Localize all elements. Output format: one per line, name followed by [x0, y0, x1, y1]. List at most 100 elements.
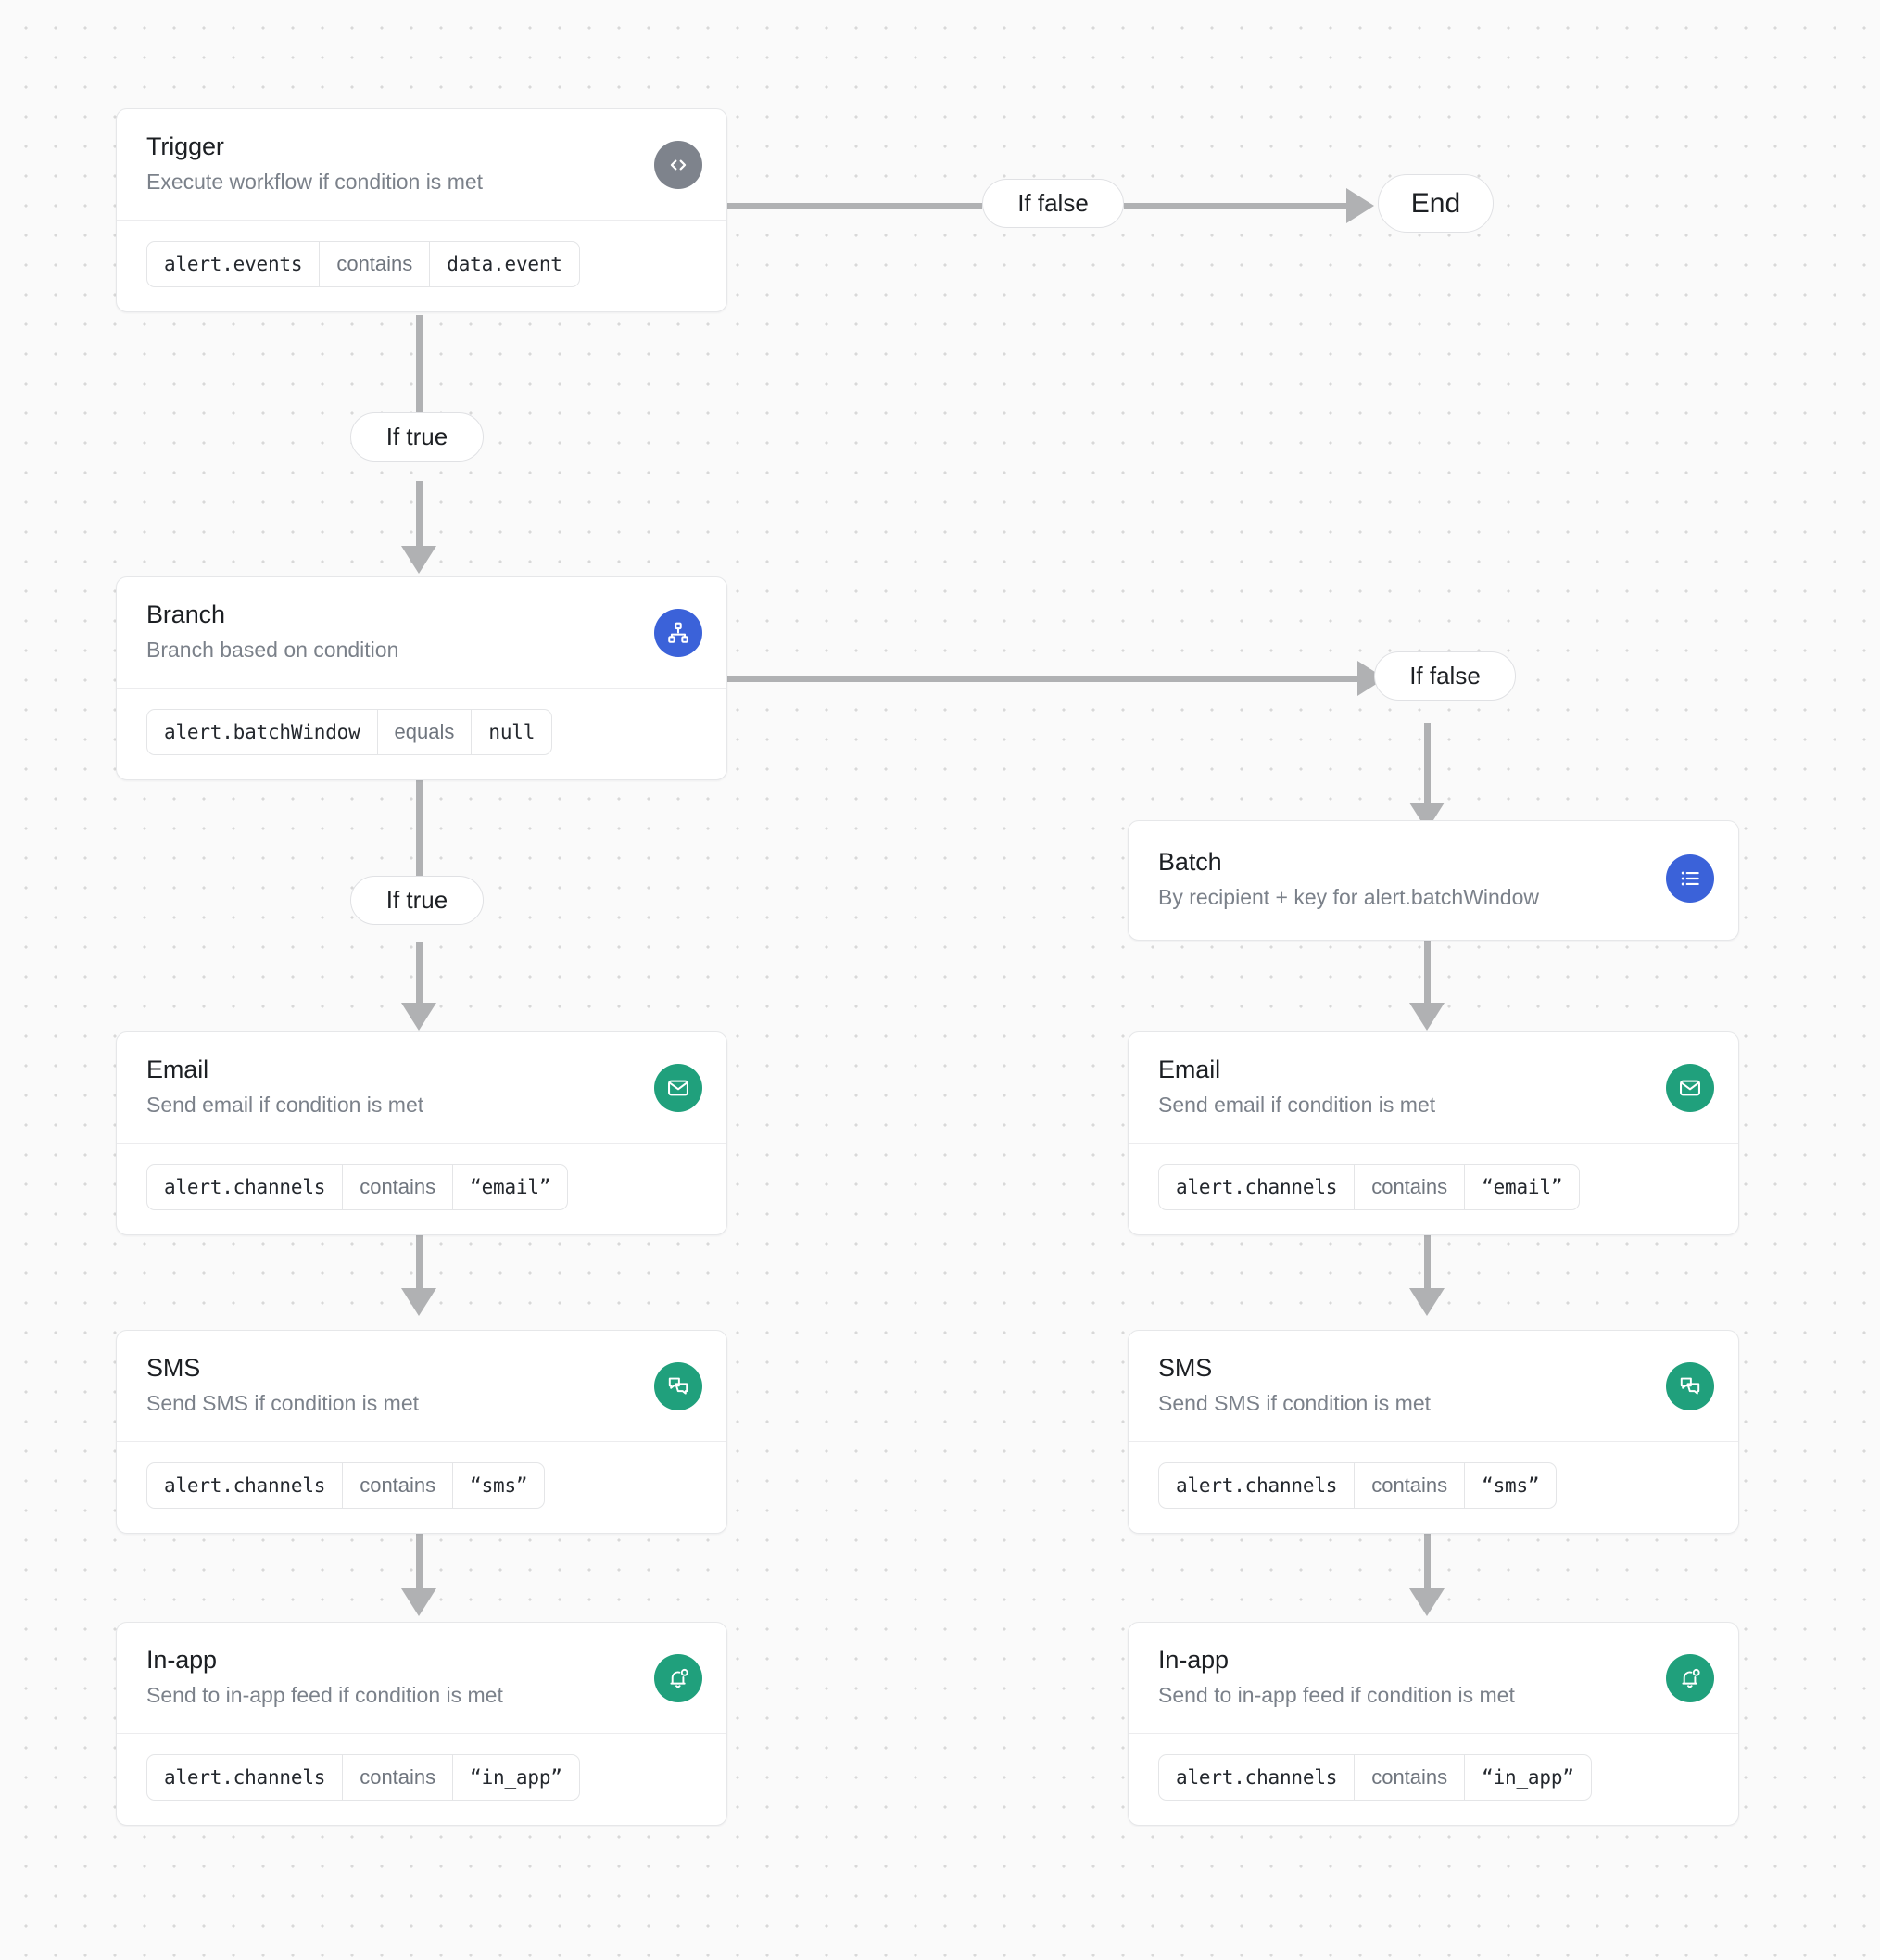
edge-sms-to-inapp-left	[416, 1533, 423, 1590]
branch-cond-field: alert.batchWindow	[164, 720, 360, 743]
sms-left-header: SMS Send SMS if condition is met	[117, 1331, 726, 1443]
chat-bubbles-icon	[654, 1361, 702, 1410]
edge-branch-to-iffalse	[727, 676, 1357, 682]
pill-branch-if-false-label: If false	[1409, 662, 1481, 689]
inapp-right-header: In-app Send to in-app feed if condition …	[1129, 1623, 1738, 1735]
trigger-title: Trigger	[146, 133, 224, 160]
edge-iftrue-to-branch	[416, 481, 423, 548]
email-left-cond-operator: contains	[342, 1165, 454, 1209]
inapp-right-cond-value: “in_app”	[1482, 1765, 1574, 1789]
chat-bubbles-icon	[1666, 1361, 1714, 1410]
envelope-icon	[654, 1063, 702, 1112]
inapp-left-cond-field: alert.channels	[164, 1765, 326, 1789]
branch-header: Branch Branch based on condition	[117, 577, 726, 689]
inapp-right-subtitle: Send to in-app feed if condition is met	[1158, 1683, 1515, 1708]
sms-left-cond-operator: contains	[342, 1463, 454, 1508]
email-left-subtitle: Send email if condition is met	[146, 1093, 424, 1118]
sms-right-header: SMS Send SMS if condition is met	[1129, 1331, 1738, 1443]
inapp-left-title: In-app	[146, 1646, 217, 1674]
inapp-right-condition[interactable]: alert.channels contains “in_app”	[1129, 1734, 1738, 1825]
email-left-title: Email	[146, 1056, 209, 1083]
arrowhead-to-sms-left	[401, 1288, 436, 1316]
sms-left-cond-value: “sms”	[470, 1473, 528, 1497]
edge-batch-to-email-right	[1424, 941, 1431, 1004]
email-right-cond-operator: contains	[1354, 1165, 1466, 1209]
email-right-header: Email Send email if condition is met	[1129, 1032, 1738, 1144]
edge-iffalse-to-batch	[1424, 723, 1431, 804]
sms-right-condition[interactable]: alert.channels contains “sms”	[1129, 1442, 1738, 1533]
list-icon	[1666, 854, 1714, 903]
node-sms-left[interactable]: SMS Send SMS if condition is met alert.c…	[116, 1330, 727, 1534]
pill-trigger-if-false[interactable]: If false	[982, 179, 1124, 228]
end-label: End	[1410, 187, 1461, 219]
inapp-left-cond-operator: contains	[342, 1755, 454, 1800]
pill-trigger-if-true-label: If true	[385, 423, 448, 450]
sms-right-subtitle: Send SMS if condition is met	[1158, 1391, 1432, 1416]
arrowhead-to-email-left	[401, 1003, 436, 1031]
sms-right-cond-value: “sms”	[1482, 1473, 1540, 1497]
pill-branch-if-true[interactable]: If true	[350, 876, 484, 925]
node-sms-right[interactable]: SMS Send SMS if condition is met alert.c…	[1128, 1330, 1739, 1534]
trigger-header: Trigger Execute workflow if condition is…	[117, 109, 726, 221]
edge-sms-to-inapp-right	[1424, 1533, 1431, 1590]
arrowhead-to-end	[1346, 188, 1374, 223]
email-left-cond-field: alert.channels	[164, 1175, 326, 1198]
trigger-cond-operator: contains	[319, 242, 431, 286]
trigger-condition[interactable]: alert.events contains data.event	[117, 221, 726, 311]
batch-title: Batch	[1158, 848, 1222, 876]
branch-cond-value: null	[488, 720, 536, 743]
arrowhead-to-email-right	[1409, 1003, 1445, 1031]
pill-trigger-if-false-label: If false	[1017, 189, 1089, 217]
sms-right-title: SMS	[1158, 1354, 1213, 1382]
batch-subtitle: By recipient + key for alert.batchWindow	[1158, 885, 1539, 910]
email-right-cond-value: “email”	[1482, 1175, 1563, 1198]
pill-branch-if-false[interactable]: If false	[1374, 651, 1516, 701]
email-right-condition[interactable]: alert.channels contains “email”	[1129, 1144, 1738, 1234]
sms-left-subtitle: Send SMS if condition is met	[146, 1391, 420, 1416]
sms-left-title: SMS	[146, 1354, 201, 1382]
node-batch[interactable]: Batch By recipient + key for alert.batch…	[1128, 820, 1739, 941]
branch-cond-operator: equals	[376, 710, 473, 754]
node-inapp-left[interactable]: In-app Send to in-app feed if condition …	[116, 1622, 727, 1826]
email-right-cond-field: alert.channels	[1176, 1175, 1338, 1198]
sms-left-condition[interactable]: alert.channels contains “sms”	[117, 1442, 726, 1533]
bell-dot-icon	[654, 1653, 702, 1702]
sitemap-icon	[654, 608, 702, 657]
node-branch[interactable]: Branch Branch based on condition alert.b…	[116, 576, 727, 780]
sms-right-cond-operator: contains	[1354, 1463, 1466, 1508]
pill-trigger-if-true[interactable]: If true	[350, 412, 484, 462]
inapp-left-condition[interactable]: alert.channels contains “in_app”	[117, 1734, 726, 1825]
inapp-right-cond-operator: contains	[1354, 1755, 1466, 1800]
node-end[interactable]: End	[1378, 174, 1494, 233]
inapp-right-cond-field: alert.channels	[1176, 1765, 1338, 1789]
pill-branch-if-true-label: If true	[385, 886, 448, 914]
node-inapp-right[interactable]: In-app Send to in-app feed if condition …	[1128, 1622, 1739, 1826]
branch-title: Branch	[146, 601, 225, 628]
inapp-left-subtitle: Send to in-app feed if condition is met	[146, 1683, 503, 1708]
trigger-cond-field: alert.events	[164, 252, 303, 275]
email-left-condition[interactable]: alert.channels contains “email”	[117, 1144, 726, 1234]
inapp-left-cond-value: “in_app”	[470, 1765, 562, 1789]
bell-dot-icon	[1666, 1653, 1714, 1702]
email-right-subtitle: Send email if condition is met	[1158, 1093, 1436, 1118]
envelope-icon	[1666, 1063, 1714, 1112]
edge-email-to-sms-right	[1424, 1233, 1431, 1290]
node-trigger[interactable]: Trigger Execute workflow if condition is…	[116, 108, 727, 312]
edge-trigger-to-iffalse	[727, 203, 982, 209]
edge-branch-to-iftrue	[416, 778, 423, 880]
arrowhead-to-inapp-right	[1409, 1588, 1445, 1616]
node-email-right[interactable]: Email Send email if condition is met ale…	[1128, 1031, 1739, 1235]
sms-right-cond-field: alert.channels	[1176, 1473, 1338, 1497]
inapp-right-title: In-app	[1158, 1646, 1229, 1674]
email-left-header: Email Send email if condition is met	[117, 1032, 726, 1144]
node-email-left[interactable]: Email Send email if condition is met ale…	[116, 1031, 727, 1235]
branch-condition[interactable]: alert.batchWindow equals null	[117, 689, 726, 779]
edge-iffalse-to-end	[1124, 203, 1346, 209]
batch-header: Batch By recipient + key for alert.batch…	[1129, 821, 1738, 935]
arrowhead-to-inapp-left	[401, 1588, 436, 1616]
code-icon	[654, 140, 702, 189]
arrowhead-to-branch	[401, 546, 436, 574]
inapp-left-header: In-app Send to in-app feed if condition …	[117, 1623, 726, 1735]
edge-trigger-to-iftrue	[416, 315, 423, 412]
